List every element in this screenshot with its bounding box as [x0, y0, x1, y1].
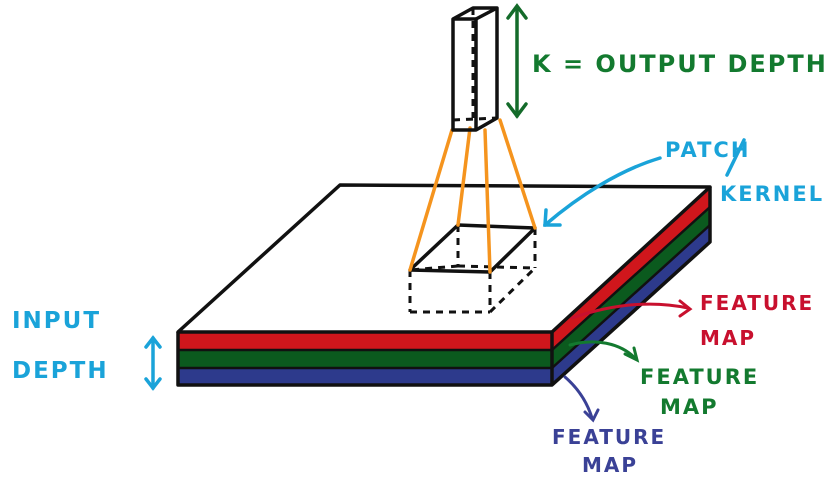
feature-map-red-label-1: FEATURE: [700, 291, 814, 315]
feature-map-blue-arrow: [563, 375, 600, 423]
feature-map-blue-label-1: FEATURE: [552, 425, 666, 449]
feature-map-green-label-2: MAP: [660, 395, 719, 419]
output-depth-label: K = OUTPUT DEPTH: [532, 50, 828, 78]
input-depth-arrow: [144, 335, 162, 391]
feature-map-red-label-2: MAP: [700, 326, 756, 350]
right-face-green: [552, 207, 710, 368]
front-face-green: [178, 350, 552, 368]
feature-map-red-arrow: [570, 299, 693, 320]
kernel-patch: [408, 223, 537, 314]
patch-label: PATCH: [665, 138, 750, 162]
feature-map-blue-label-2: MAP: [582, 453, 638, 477]
right-face-red: [552, 187, 710, 350]
feature-map-green-label-1: FEATURE: [640, 365, 759, 389]
output-column: [451, 6, 499, 132]
kernel-label: KERNEL: [720, 182, 824, 206]
output-depth-arrow: [506, 3, 528, 119]
feature-map-green-arrow: [568, 340, 640, 363]
projection-lines: [408, 118, 537, 274]
patch-pointer-arrow: [543, 138, 746, 227]
front-face-red: [178, 332, 552, 350]
depth-label: DEPTH: [12, 358, 109, 384]
input-label: INPUT: [12, 308, 101, 334]
front-face-blue: [178, 368, 552, 385]
